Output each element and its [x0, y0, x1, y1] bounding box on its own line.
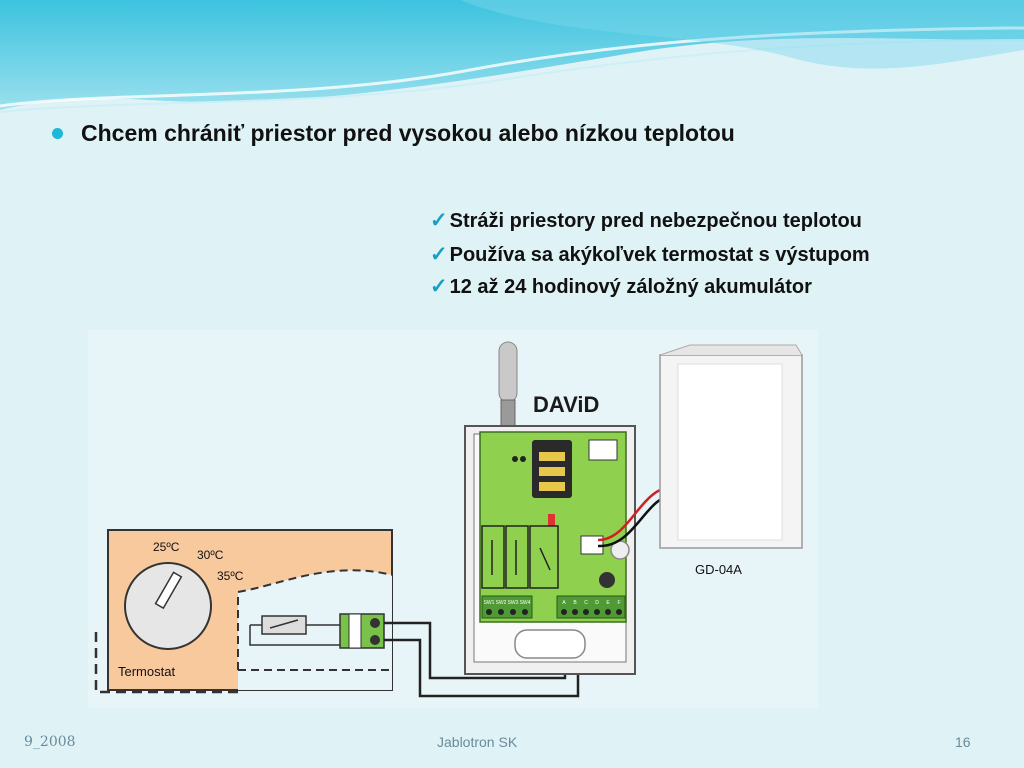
check-item: ✓ 12 až 24 hodinový záložný akumulátor [430, 272, 870, 302]
terminal-label: F [617, 600, 620, 606]
checkmark-icon: ✓ [430, 243, 448, 266]
header-wave-decoration [0, 0, 1024, 113]
thermostat-cutout [238, 570, 392, 690]
checkmark-icon: ✓ [430, 275, 448, 298]
led-icon [548, 514, 555, 526]
terminal-label: B [573, 600, 577, 606]
terminal-strip-left: SW1 SW2 SW3 SW4 [481, 595, 533, 619]
terminal-label: C [584, 600, 588, 606]
bullet-dot-icon [52, 128, 63, 139]
terminal-label: A [562, 600, 566, 606]
device-logo: DAViD [533, 392, 599, 417]
check-item-text: Používa sa akýkoľvek termostat s výstupo… [449, 244, 870, 266]
check-item-text: Stráži priestory pred nebezpečnou teplot… [449, 210, 862, 232]
footer-date: 9_2008 [24, 734, 76, 750]
dial-pointer [154, 571, 183, 610]
antenna-icon [498, 341, 518, 403]
thermostat-outer-dash [94, 632, 240, 694]
thermostat-dashed-edge [237, 569, 393, 670]
dial-mark: 30ºC [197, 548, 224, 562]
terminal-label: SW4 [520, 600, 531, 606]
connector-header [588, 439, 618, 461]
housing-cutout [514, 629, 586, 659]
checklist: ✓ Stráži priestory pred nebezpečnou tepl… [430, 204, 870, 302]
terminal-label: D [595, 600, 599, 606]
check-item: ✓ Stráži priestory pred nebezpečnou tepl… [430, 204, 870, 238]
footer-page-number: 16 [955, 734, 971, 750]
thermostat-dial [124, 562, 212, 650]
main-bullet-text: Chcem chrániť priestor pred vysokou aleb… [81, 120, 735, 146]
dial-mark: 25ºC [153, 540, 180, 554]
thermostat-label: Termostat [118, 664, 175, 679]
terminal-strip-right: A B C D E F [556, 595, 626, 619]
footer-company: Jablotron SK [437, 734, 518, 750]
terminal-label: E [606, 600, 610, 606]
checkmark-icon: ✓ [430, 209, 448, 232]
relay-group [481, 525, 559, 589]
main-bullet: Chcem chrániť priestor pred vysokou aleb… [52, 120, 735, 147]
dial-mark: 35ºC [217, 569, 244, 583]
check-item: ✓ Používa sa akýkoľvek termostat s výstu… [430, 238, 870, 272]
sensor-label: GD-04A [695, 562, 742, 577]
buzzer-icon [599, 572, 615, 588]
terminal-label: SW2 [496, 600, 507, 606]
terminal-label: SW3 [508, 600, 519, 606]
check-item-text: 12 až 24 hodinový záložný akumulátor [449, 276, 812, 298]
thermostat-switch-icon [261, 615, 307, 635]
terminal-label: SW1 [484, 600, 495, 606]
